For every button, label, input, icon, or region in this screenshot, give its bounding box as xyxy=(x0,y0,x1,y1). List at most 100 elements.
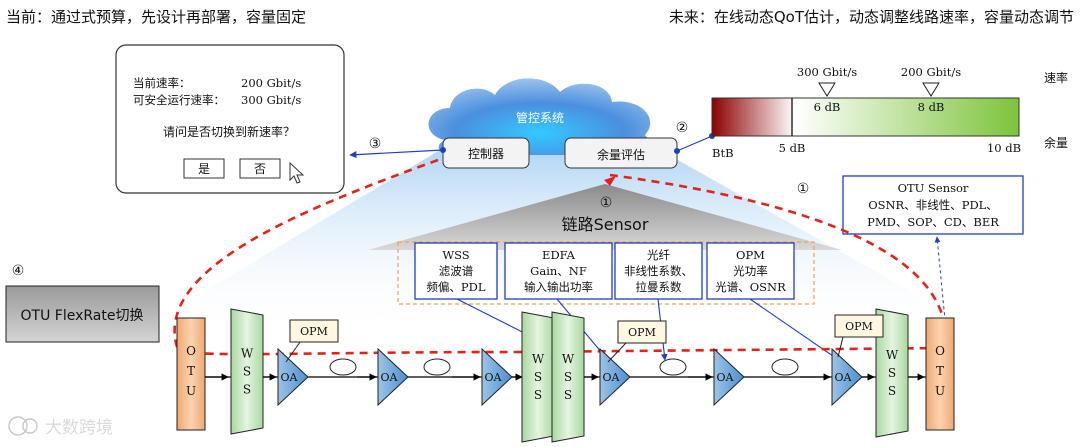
control-loop-left xyxy=(173,158,439,351)
otu-sensor-line2: PMD、SOP、CD、BER xyxy=(867,215,999,229)
sensor-box-line2: 拉曼系数 xyxy=(636,280,682,294)
oa-2: OA xyxy=(377,347,409,407)
rate-axis-label: 速率 xyxy=(1044,70,1068,85)
margin-eval-label: 余量评估 xyxy=(597,147,645,162)
sensor-pointer-3 xyxy=(749,298,847,366)
sensor-box-line1: 滤波谱 xyxy=(439,264,474,278)
sensor-box-line1: 光功率 xyxy=(733,264,768,278)
oa-5: OA xyxy=(713,347,745,407)
header-future: 未来：在线动态QoT估计，动态调整线路速率，容量动态调节 xyxy=(669,8,1074,26)
oa-4: OA xyxy=(599,347,631,407)
margin-bar-tick-high: 10 dB xyxy=(987,141,1021,155)
fiber-span-3 xyxy=(659,358,687,376)
marker1-db: 6 dB xyxy=(814,100,841,114)
oa-label: OA xyxy=(835,371,853,384)
otu-sensor-line1: OSNR、非线性、PDL、 xyxy=(868,198,998,212)
step4-label: ④ xyxy=(12,263,25,279)
opm-label: OPM xyxy=(300,325,328,338)
margin-eval-box: 余量评估 xyxy=(564,137,678,169)
watermark-text: 大数跨境 xyxy=(45,418,113,438)
oa-label: OA xyxy=(603,371,621,384)
link-sensor-house: 链路Sensor ① xyxy=(368,184,842,305)
margin-bar-btb: BtB xyxy=(712,146,734,160)
margin-bar: BtB 5 dB 10 dB 300 Gbit/s 6 dB 200 Gbit/… xyxy=(711,65,1068,160)
marker2-rate: 200 Gbit/s xyxy=(901,65,961,79)
header-current: 当前：通过式预算，先设计再部署，容量固定 xyxy=(6,8,306,26)
step2-label: ② xyxy=(676,120,689,136)
wss-letter: W xyxy=(886,348,899,362)
wss-letter: S xyxy=(564,388,572,402)
sensor-box-line2: 频偏、PDL xyxy=(426,280,485,294)
oa-1: OA xyxy=(277,347,309,407)
wss-letter: S xyxy=(534,388,542,402)
sensor-box-line1: Gain、NF xyxy=(530,264,587,278)
fiber-span-2 xyxy=(423,358,451,376)
sensor-box-line2: 输入输出功率 xyxy=(524,280,593,294)
sensor-box-title: EDFA xyxy=(542,248,576,262)
oa-label: OA xyxy=(717,371,735,384)
marker1-rate: 300 Gbit/s xyxy=(797,65,857,79)
step3-arrow xyxy=(349,149,444,159)
opm-label: OPM xyxy=(628,326,656,339)
dialog-yes-label: 是 xyxy=(198,162,210,176)
otu-sensor-box: OTU Sensor OSNR、非线性、PDL、 PMD、SOP、CD、BER xyxy=(842,175,1024,235)
link-sensor-title: 链路Sensor xyxy=(562,215,649,234)
step1-label-right: ① xyxy=(797,181,810,197)
sensor-box-line1: 非线性系数、 xyxy=(624,264,693,278)
opm-1: OPM xyxy=(285,319,339,363)
otu-letter: U xyxy=(186,384,196,398)
watermark: 大数跨境 xyxy=(8,416,113,438)
controller-box: 控制器 xyxy=(442,137,530,169)
wss-letter: S xyxy=(243,383,251,397)
dialog-no-label: 否 xyxy=(254,162,266,176)
flexrate-box: OTU FlexRate切换 xyxy=(5,285,160,343)
oa-label: OA xyxy=(485,371,503,384)
dialog-yes-button[interactable]: 是 xyxy=(183,158,225,179)
management-cloud: 管控系统 xyxy=(428,78,651,157)
otu-sensor-title: OTU Sensor xyxy=(898,181,969,195)
controller-label: 控制器 xyxy=(468,147,504,161)
dialog-safe-value: 300 Gbit/s xyxy=(241,93,301,107)
otu-letter: O xyxy=(186,344,196,358)
otu-letter: U xyxy=(935,384,945,398)
opm-2: OPM xyxy=(607,320,667,363)
marker-200g: 200 Gbit/s 8 dB xyxy=(901,65,961,114)
sensor-box-1: EDFA Gain、NF 输入输出功率 xyxy=(504,242,613,300)
sensor-box-line2: 光谱、OSNR xyxy=(715,280,786,294)
oa-3: OA xyxy=(481,347,513,407)
flexrate-label: OTU FlexRate切换 xyxy=(21,307,144,324)
oa-label: OA xyxy=(281,371,299,384)
wss-letter: S xyxy=(888,366,896,380)
dialog-question: 请问是否切换到新速率？ xyxy=(163,124,295,139)
opm-3: OPM xyxy=(834,314,884,358)
wss-letter: W xyxy=(562,352,575,366)
marker2-db: 8 dB xyxy=(918,100,945,114)
wss-letter: S xyxy=(534,370,542,384)
wss-letter: W xyxy=(241,347,254,361)
dialog-rate-label: 当前速率： xyxy=(133,76,191,90)
cursor-icon xyxy=(289,161,305,184)
marker-300g: 300 Gbit/s 6 dB xyxy=(797,65,857,114)
step2-arrow xyxy=(676,135,713,152)
wss-letter: W xyxy=(532,352,545,366)
otu-left: OTU xyxy=(176,317,206,431)
otu-right: OTU xyxy=(925,317,955,431)
fiber-span-4 xyxy=(771,358,799,376)
margin-bar-tick-low: 5 dB xyxy=(779,141,806,155)
wss-letter: S xyxy=(243,365,251,379)
sensor-box-title: OPM xyxy=(736,248,765,262)
step3-label: ③ xyxy=(369,136,382,152)
oa-label: OA xyxy=(381,371,399,384)
dialog-rate-value: 200 Gbit/s xyxy=(241,76,301,90)
step1-label-center: ① xyxy=(600,195,613,211)
dialog-no-button[interactable]: 否 xyxy=(239,158,281,179)
margin-axis-label: 余量 xyxy=(1044,135,1068,150)
otu-letter: T xyxy=(187,364,195,378)
control-loop-right xyxy=(609,173,948,351)
wss-letter: S xyxy=(888,384,896,398)
wss-2a: WSS xyxy=(521,311,555,443)
fiber-span-1 xyxy=(329,358,357,376)
wss-1: WSS xyxy=(230,308,264,435)
